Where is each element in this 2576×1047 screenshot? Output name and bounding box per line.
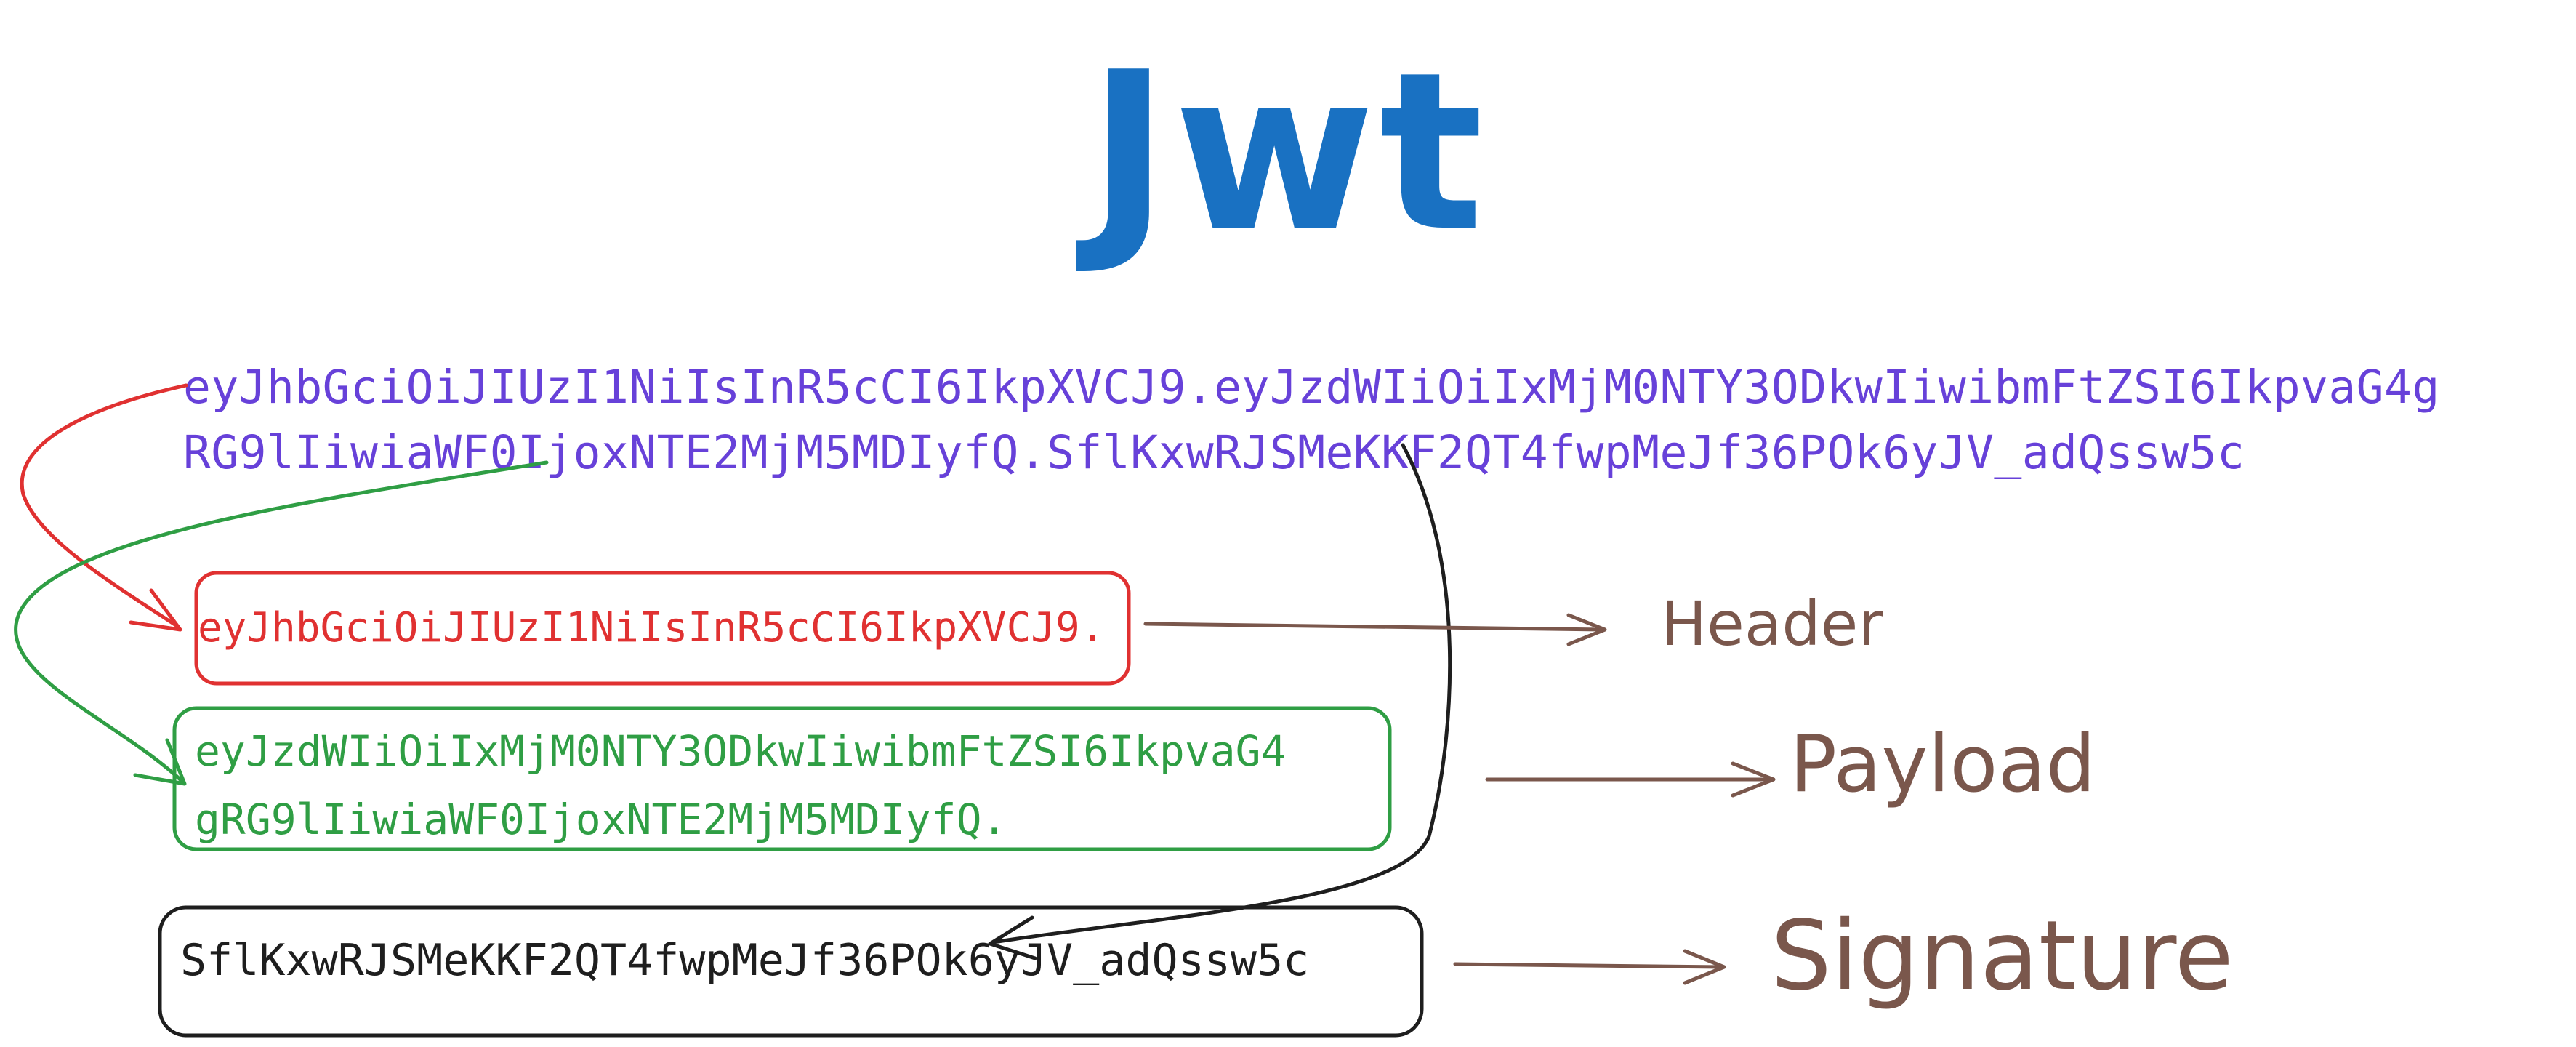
payload-label-arrowhead [1731, 761, 1776, 798]
header-label-arrowhead [1566, 613, 1607, 646]
header-connector-arrowhead [129, 588, 182, 632]
signature-label: Signature [1771, 900, 2234, 1012]
signature-segment-text: SflKxwRJSMeKKF2QT4fwpMeJf36POk6yJV_adQss… [180, 935, 1310, 986]
header-label-arrow [1143, 622, 1606, 632]
signature-label-arrowhead [1683, 949, 1726, 985]
payload-connector [14, 460, 549, 783]
full-token: eyJhbGciOiJIUzI1NiIsInR5cCI6IkpXVCJ9.eyJ… [183, 355, 2440, 486]
signature-box [158, 905, 1424, 1038]
payload-label: Payload [1790, 719, 2096, 810]
header-box [194, 571, 1131, 686]
signature-connector [991, 443, 1452, 944]
full-token-line-1: eyJhbGciOiJIUzI1NiIsInR5cCI6IkpXVCJ9.eyJ… [183, 361, 2440, 414]
payload-segment-text: eyJzdWIiOiIxMjM0NTY3ODkwIiwibmFtZSI6Ikpv… [195, 717, 1287, 854]
payload-segment-line-1: eyJzdWIiOiIxMjM0NTY3ODkwIiwibmFtZSI6Ikpv… [195, 726, 1287, 776]
signature-label-arrow [1453, 962, 1725, 969]
header-segment-text: eyJhbGciOiJIUzI1NiIsInR5cCI6IkpXVCJ9. [198, 604, 1105, 651]
diagram-title: Jwt [1087, 25, 1489, 279]
full-token-line-2: RG9lIiwiaWF0IjoxNTE2MjM5MDIyfQ.SflKxwRJS… [183, 426, 2245, 479]
payload-segment-line-2: gRG9lIiwiaWF0IjoxNTE2MjM5MDIyfQ. [195, 795, 1007, 844]
payload-box [172, 706, 1392, 851]
header-label: Header [1661, 588, 1883, 659]
payload-connector-arrowhead [133, 738, 187, 786]
header-connector [20, 383, 188, 629]
signature-connector-arrowhead [988, 915, 1037, 960]
